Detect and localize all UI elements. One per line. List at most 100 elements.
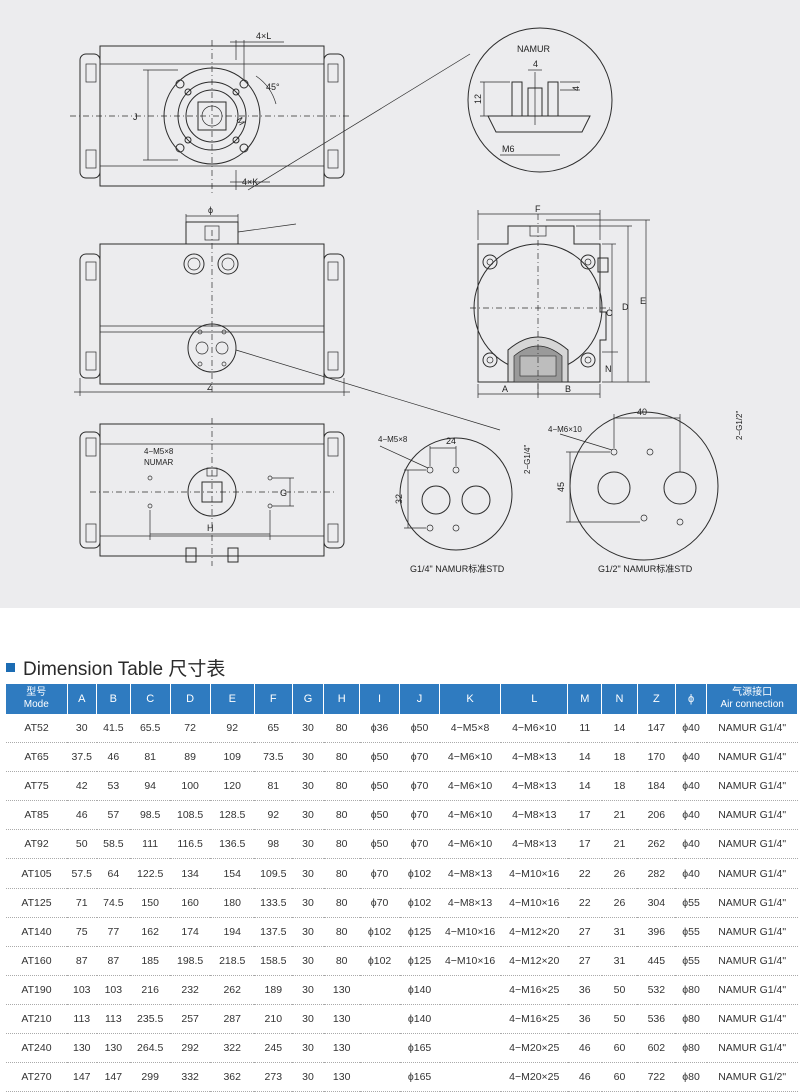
column-header: B (96, 684, 131, 714)
table-title-text: Dimension Table 尺寸表 (23, 659, 226, 680)
table-cell: 133.5 (254, 888, 293, 918)
table-cell: 14 (567, 771, 602, 802)
column-header: K (439, 684, 502, 714)
column-header-en: Air connection (720, 699, 784, 710)
table-cell: 4−M8×13 (439, 858, 501, 889)
detail-g12: 40 45 4−M6×10 2−G1/2" G1/2" NAMUR标准STD (548, 407, 744, 574)
column-header: N (601, 684, 638, 714)
table-cell: 27 (567, 917, 602, 947)
table-cell: 108.5 (170, 800, 211, 831)
table-cell: 36 (567, 975, 602, 1005)
technical-drawing: J 4×L 4×K 45° M NAMUR 4 12 4 M6 (0, 0, 800, 608)
table-cell: 4−M16×25 (500, 975, 568, 1005)
table-cell: 162 (130, 917, 171, 947)
table-cell: NAMUR G1/4" (706, 771, 798, 802)
table-cell: 4−M6×10 (439, 771, 501, 802)
dim-f-label: F (535, 204, 541, 214)
g14-dim-24: 24 (446, 436, 456, 446)
column-header-cn: 气源接口 (732, 687, 773, 698)
table-cell: 50 (67, 829, 97, 860)
table-cell: AT92 (6, 829, 68, 860)
table-cell: ϕ40 (675, 800, 707, 831)
g14-dim-32: 32 (394, 494, 404, 504)
table-cell: NAMUR G1/4" (706, 800, 798, 831)
column-header: J (399, 684, 441, 714)
table-cell: ϕ55 (675, 917, 707, 947)
table-cell: 100 (170, 771, 211, 802)
table-cell: 4−M16×25 (500, 1004, 568, 1035)
table-cell: 287 (210, 1004, 255, 1035)
table-cell: 602 (637, 1033, 676, 1064)
table-cell: 30 (67, 714, 97, 744)
column-header: E (210, 684, 255, 714)
table-cell: 92 (254, 800, 293, 831)
table-cell: 4−M6×10 (439, 742, 501, 773)
table-cell: ϕ102 (359, 946, 400, 976)
table-cell: 31 (601, 946, 638, 976)
table-cell: 134 (170, 858, 211, 889)
table-cell: 30 (292, 858, 324, 889)
table-cell: ϕ50 (359, 800, 400, 831)
column-header-en: M (580, 693, 590, 705)
table-cell: AT85 (6, 800, 68, 831)
table-cell: 4−M12×20 (500, 917, 568, 947)
table-cell: 4−M8×13 (500, 800, 568, 831)
table-cell: 282 (637, 858, 676, 889)
column-header: G (292, 684, 325, 714)
table-cell: 80 (323, 946, 360, 976)
table-cell: ϕ165 (399, 1062, 440, 1092)
table-cell: 264.5 (130, 1033, 171, 1064)
table-cell: 4−M6×10 (439, 800, 501, 831)
table-cell (439, 1033, 501, 1064)
g14-caption: G1/4" NAMUR标准STD (410, 563, 505, 574)
namur-detail: NAMUR 4 12 4 M6 (467, 27, 613, 173)
table-cell: NAMUR G1/4" (706, 742, 798, 773)
table-cell: AT105 (6, 858, 68, 889)
table-cell (359, 1004, 400, 1035)
column-header: ϕ (675, 684, 708, 714)
dim-h-label: H (207, 523, 214, 533)
table-cell: 65.5 (130, 714, 171, 744)
table-cell: 130 (96, 1033, 131, 1064)
dim-b-label: B (565, 384, 571, 394)
table-cell: 53 (96, 771, 131, 802)
table-cell: 4−M10×16 (500, 858, 568, 889)
table-cell: 122.5 (130, 858, 171, 889)
table-cell: 65 (254, 714, 293, 744)
table-cell: NAMUR G1/4" (706, 1004, 798, 1035)
dim-d-label: D (622, 302, 629, 312)
column-header-en: I (378, 693, 382, 705)
table-cell: NAMUR G1/4" (706, 917, 798, 947)
column-header: H (323, 684, 361, 714)
table-cell: 4−M8×13 (500, 771, 568, 802)
bottom-numar-note: NUMAR (144, 458, 174, 467)
column-header-en: E (228, 693, 236, 705)
table-cell: ϕ70 (359, 888, 400, 918)
table-cell: NAMUR G1/2" (706, 1062, 798, 1092)
column-header: F (254, 684, 293, 714)
table-cell (359, 1062, 400, 1092)
table-cell: NAMUR G1/4" (706, 888, 798, 918)
table-cell: 42 (67, 771, 97, 802)
table-cell: NAMUR G1/4" (706, 1033, 798, 1064)
table-cell: ϕ125 (399, 917, 440, 947)
column-header-en: ϕ (687, 693, 695, 705)
column-header: Z (637, 684, 676, 714)
table-cell: 30 (292, 946, 324, 976)
table-cell: 536 (637, 1004, 676, 1035)
table-cell: 273 (254, 1062, 293, 1092)
g14-thread: 2−G1/4" (523, 445, 532, 474)
table-cell: 4−M20×25 (500, 1062, 568, 1092)
table-cell: 30 (292, 917, 324, 947)
table-cell: 74.5 (96, 888, 131, 918)
table-cell: 80 (323, 742, 360, 773)
table-cell: 396 (637, 917, 676, 947)
table-cell: 30 (292, 800, 324, 831)
table-cell: 94 (130, 771, 171, 802)
table-cell: ϕ40 (675, 829, 707, 860)
